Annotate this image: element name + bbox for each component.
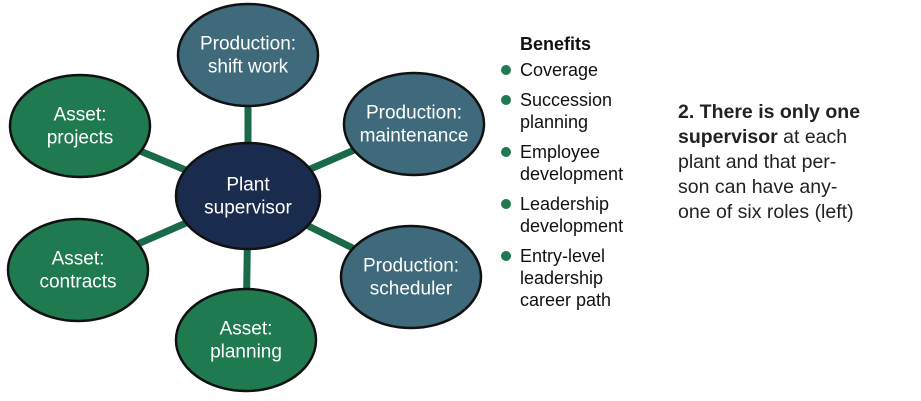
role-ellipse [339, 224, 483, 330]
role-node-asset-planning: Asset:planning [174, 287, 318, 393]
caption: 2. There is only one supervisor at each … [678, 100, 918, 225]
caption-text: 2. There is only one supervisor at each … [678, 100, 918, 225]
bullet-icon [501, 65, 511, 75]
bullet-icon [501, 95, 511, 105]
benefit-label: Employee development [520, 142, 624, 184]
benefit-label: Coverage [520, 60, 599, 80]
role-ellipse [6, 217, 150, 323]
center-label: Plant [226, 175, 270, 196]
role-label: shift work [208, 57, 289, 78]
benefits-title: Benefits [520, 34, 592, 54]
bullet-icon [501, 147, 511, 157]
benefit-label: Entry-level leadership career path [520, 246, 612, 310]
center-label: supervisor [204, 198, 292, 219]
role-label: planning [210, 342, 282, 363]
role-label: Production: [366, 103, 462, 124]
center-ellipse [174, 141, 322, 251]
benefit-item: Succession planning [498, 89, 668, 133]
role-node-production-shift-work: Production:shift work [176, 2, 320, 108]
nodes: Production:shift workProduction:maintena… [6, 2, 486, 393]
role-label: Asset: [220, 319, 273, 340]
role-ellipse [174, 287, 318, 393]
role-label: Asset: [54, 105, 107, 126]
role-node-asset-contracts: Asset:contracts [6, 217, 150, 323]
role-diagram: Production:shift workProduction:maintena… [6, 2, 486, 393]
caption-rest: at each plant and that per- son can have… [678, 126, 854, 223]
benefit-item: Coverage [498, 59, 668, 81]
benefit-label: Leadership development [520, 194, 624, 236]
benefit-item: Employee development [498, 141, 668, 185]
role-label: scheduler [370, 279, 453, 300]
benefit-item: Leadership development [498, 193, 668, 237]
role-ellipse [342, 71, 486, 177]
role-label: Asset: [52, 249, 105, 270]
role-ellipse [176, 2, 320, 108]
caption-bold: 2. There is only one supervisor [678, 101, 861, 148]
role-node-production-scheduler: Production:scheduler [339, 224, 483, 330]
role-label: Production: [200, 34, 296, 55]
role-label: projects [47, 128, 114, 149]
bullet-icon [501, 251, 511, 261]
role-ellipse [8, 73, 152, 179]
role-node-asset-projects: Asset:projects [8, 73, 152, 179]
role-node-production-maintenance: Production:maintenance [342, 71, 486, 177]
benefit-label: Succession planning [520, 90, 613, 132]
role-label: Production: [363, 256, 459, 277]
role-label: contracts [39, 272, 116, 293]
benefit-item: Entry-level leadership career path [498, 245, 668, 311]
bullet-icon [501, 199, 511, 209]
role-label: maintenance [360, 126, 469, 147]
